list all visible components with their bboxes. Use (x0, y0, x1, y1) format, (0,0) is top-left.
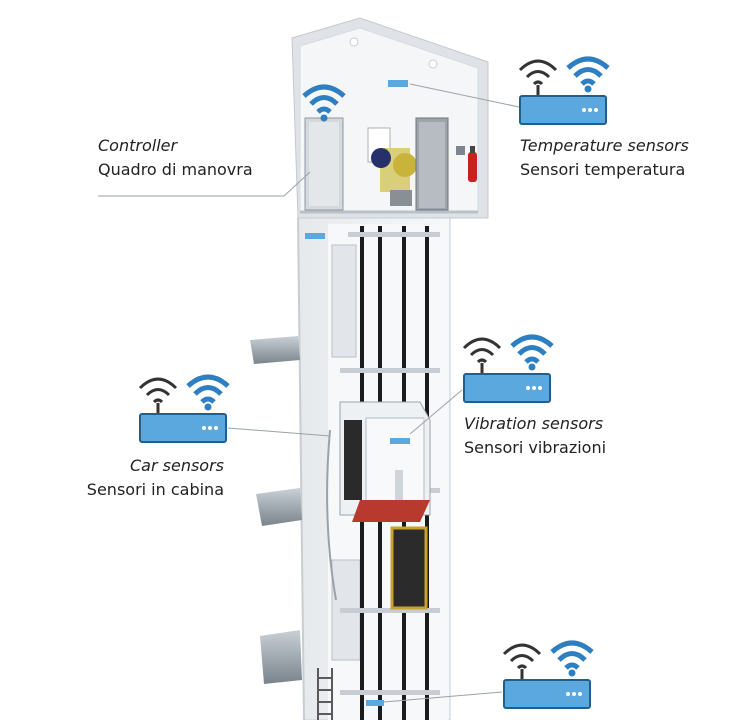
elevator-car (326, 401, 431, 610)
ladder-icon (317, 668, 333, 720)
wifi-icon (550, 640, 594, 677)
router-icon (503, 679, 591, 709)
wifi-icon (502, 643, 542, 680)
router-vibration (462, 334, 554, 403)
motor-icon (371, 148, 417, 206)
fire-extinguisher-icon (468, 146, 477, 182)
machine-room (291, 17, 489, 219)
router-icon (519, 95, 607, 125)
wifi-icon (302, 84, 346, 122)
temperature-label-en: Temperature sensors (520, 136, 689, 155)
router-temperature (518, 56, 610, 125)
wifi-icon (518, 59, 558, 96)
wifi-icon (138, 377, 178, 414)
car-label: Car sensors Sensori in cabina (87, 454, 224, 502)
router-icon (463, 373, 551, 403)
car-label-it: Sensori in cabina (86, 480, 224, 499)
controller-label: Controller Quadro di manovra (98, 134, 253, 182)
temperature-sensor-node (388, 80, 408, 87)
controller-label-en: Controller (98, 136, 178, 155)
temperature-label-it: Sensori temperatura (520, 160, 686, 179)
temperature-label: Temperature sensors Sensori temperatura (520, 134, 689, 182)
floor-ledges (250, 336, 302, 684)
wifi-icon (186, 374, 230, 411)
wifi-icon (510, 334, 554, 371)
vibration-label-it: Sensori vibrazioni (464, 438, 607, 457)
callout-lines (98, 83, 520, 703)
controller-label-it: Quadro di manovra (98, 160, 253, 179)
vibration-label-en: Vibration sensors (464, 414, 604, 433)
vibration-sensor-node (390, 438, 410, 444)
wifi-icon (462, 337, 502, 374)
router-pit (502, 640, 594, 709)
router-car (138, 374, 230, 443)
wifi-icon (566, 56, 610, 93)
router-icon (139, 413, 227, 443)
vibration-label: Vibration sensors Sensori vibrazioni (464, 412, 606, 460)
car-label-en: Car sensors (130, 456, 224, 475)
